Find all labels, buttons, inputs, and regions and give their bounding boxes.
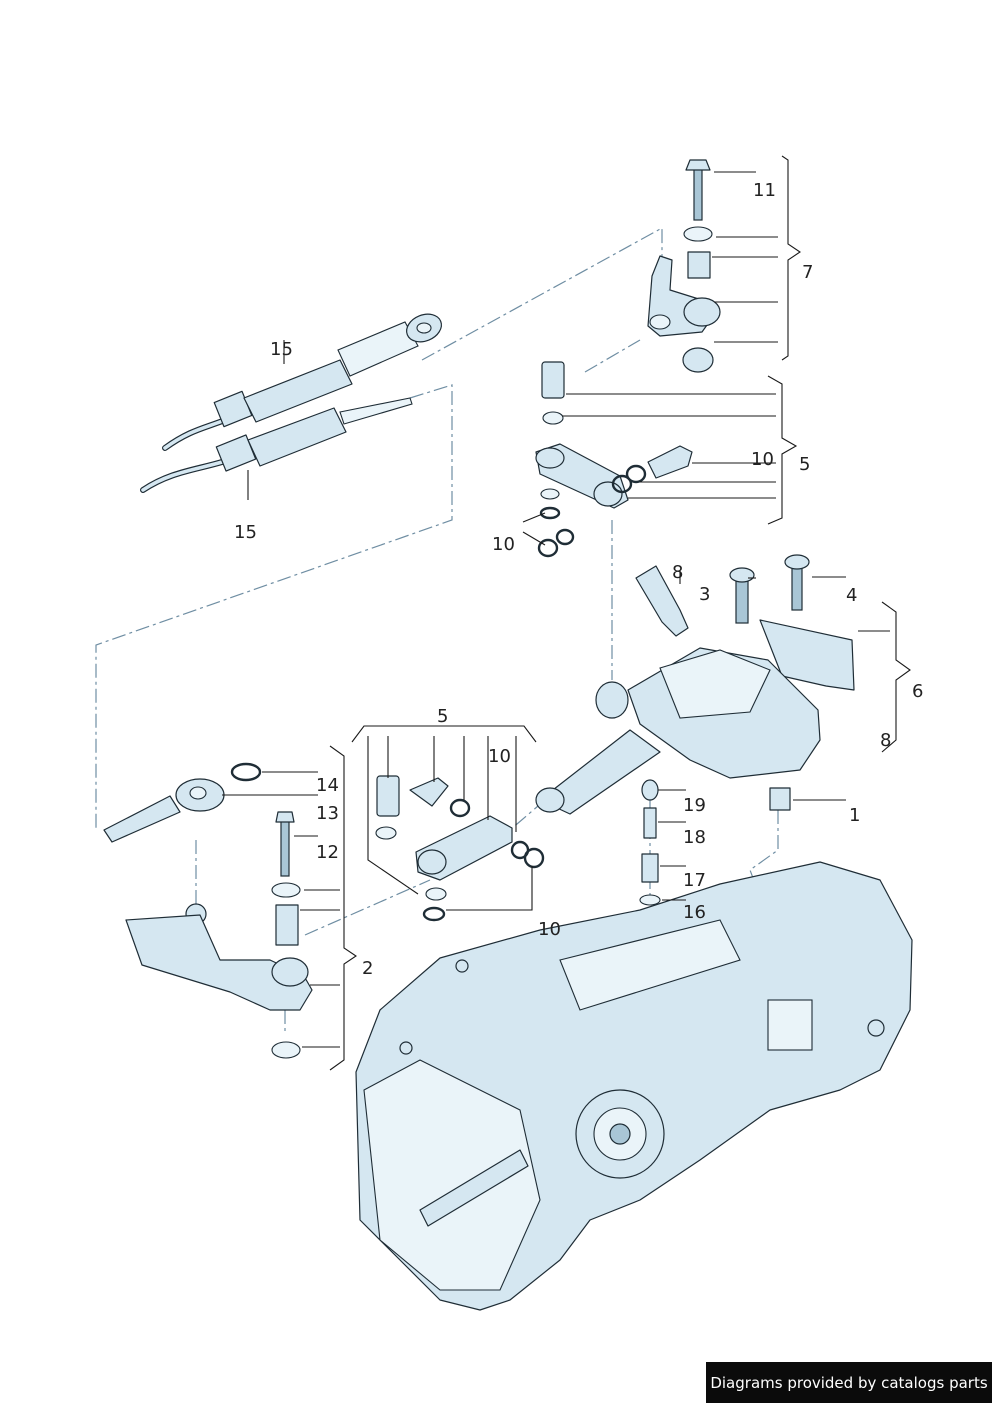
- leader-lines: [222, 171, 890, 1048]
- callout-3: 3: [699, 584, 710, 605]
- callout-5-middle: 5: [437, 706, 448, 727]
- callout-10-upper-left: 10: [492, 534, 515, 555]
- callout-17: 17: [683, 870, 706, 891]
- callout-12: 12: [316, 842, 339, 863]
- gearbox-housing: [355, 861, 913, 1311]
- callout-10-upper-right: 10: [751, 449, 774, 470]
- callout-14: 14: [316, 775, 339, 796]
- cable-end-left: [103, 762, 262, 843]
- callout-15-lower: 15: [234, 522, 257, 543]
- callout-labels: 11 7 15 10 5 15 10 8 3 4 6 5 8 10 14 19 …: [234, 180, 923, 979]
- callout-11: 11: [753, 180, 776, 201]
- callout-13: 13: [316, 803, 339, 824]
- callout-5-upper: 5: [799, 454, 810, 475]
- selector-lever-assembly: [647, 159, 721, 373]
- bracket-lines: [329, 155, 911, 1071]
- callout-15-upper: 15: [270, 339, 293, 360]
- relay-lever-middle: [375, 775, 545, 922]
- shift-housing: [535, 554, 855, 815]
- shift-cable-upper: [162, 313, 442, 451]
- callout-16: 16: [683, 902, 706, 923]
- gear-lever-lower: [125, 811, 313, 1059]
- callout-19: 19: [683, 795, 706, 816]
- plug-parts: [639, 779, 661, 906]
- callout-1: 1: [849, 805, 860, 826]
- shift-cable-lower: [140, 397, 413, 493]
- callout-8-upper: 8: [672, 562, 683, 583]
- callout-7: 7: [802, 262, 813, 283]
- assembly-lines: [95, 226, 779, 1035]
- callout-6: 6: [912, 681, 923, 702]
- callout-10-lower: 10: [538, 919, 561, 940]
- callout-4: 4: [846, 585, 857, 606]
- credit-banner: Diagrams provided by catalogs parts: [706, 1362, 992, 1403]
- callout-18: 18: [683, 827, 706, 848]
- relay-lever-upper: [535, 361, 693, 558]
- callout-8-lower: 8: [880, 730, 891, 751]
- callout-2: 2: [362, 958, 373, 979]
- callout-10-middle: 10: [488, 746, 511, 767]
